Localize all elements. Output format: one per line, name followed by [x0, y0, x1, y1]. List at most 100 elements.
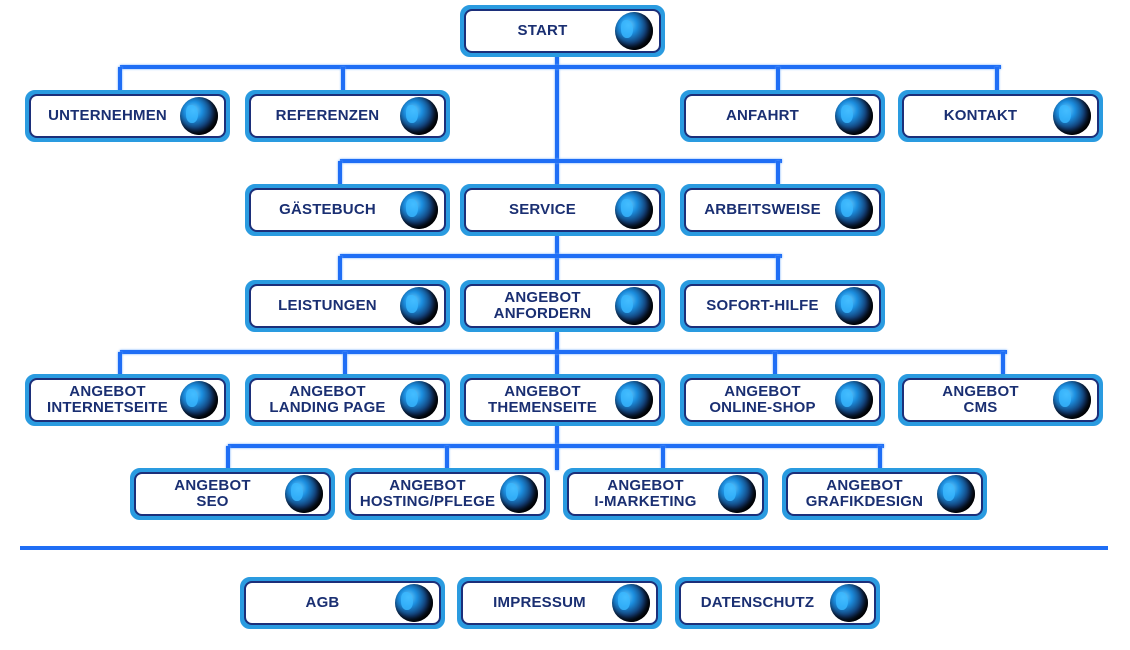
node-label: GÄSTEBUCH — [279, 201, 376, 218]
node-label: DATENSCHUTZ — [700, 594, 815, 611]
node-angebot-online-shop[interactable]: ANGEBOT ONLINE-SHOP — [680, 374, 885, 426]
connector-line — [995, 67, 999, 92]
node-start[interactable]: START — [460, 5, 665, 57]
node-frame: LEISTUNGEN — [249, 284, 446, 328]
connector-line — [776, 256, 780, 282]
node-angebot-grafikdesign[interactable]: ANGEBOT GRAFIKDESIGN — [782, 468, 987, 520]
globe-icon — [180, 381, 218, 419]
node-gaestebuch[interactable]: GÄSTEBUCH — [245, 184, 450, 236]
globe-icon — [615, 191, 653, 229]
connector-line — [120, 350, 1007, 354]
node-frame: REFERENZEN — [249, 94, 446, 138]
node-label: ANGEBOT LANDING PAGE — [269, 383, 386, 416]
node-label: ANGEBOT I-MARKETING — [594, 477, 697, 510]
globe-icon — [285, 475, 323, 513]
connector-line — [776, 161, 780, 186]
node-angebot-internetseite[interactable]: ANGEBOT INTERNETSEITE — [25, 374, 230, 426]
node-angebot-cms[interactable]: ANGEBOT CMS — [898, 374, 1103, 426]
globe-icon — [615, 381, 653, 419]
node-frame: ANGEBOT HOSTING/PFLEGE — [349, 472, 546, 516]
connector-line — [1001, 352, 1005, 376]
node-angebot-themenseite[interactable]: ANGEBOT THEMENSEITE — [460, 374, 665, 426]
node-datenschutz[interactable]: DATENSCHUTZ — [675, 577, 880, 629]
connector-line — [118, 67, 122, 92]
connector-line — [445, 446, 449, 470]
node-angebot-seo[interactable]: ANGEBOT SEO — [130, 468, 335, 520]
node-label: ANGEBOT INTERNETSEITE — [47, 383, 168, 416]
connector-line — [555, 236, 559, 282]
node-angebot-hosting[interactable]: ANGEBOT HOSTING/PFLEGE — [345, 468, 550, 520]
footer-separator — [20, 546, 1108, 550]
globe-icon — [830, 584, 868, 622]
node-label: LEISTUNGEN — [278, 297, 377, 314]
node-label: ANGEBOT ONLINE-SHOP — [709, 383, 816, 416]
node-frame: START — [464, 9, 661, 53]
node-frame: ANGEBOT ONLINE-SHOP — [684, 378, 881, 422]
node-service[interactable]: SERVICE — [460, 184, 665, 236]
node-frame: ANGEBOT INTERNETSEITE — [29, 378, 226, 422]
node-impressum[interactable]: IMPRESSUM — [457, 577, 662, 629]
node-label: SERVICE — [509, 201, 576, 218]
connector-line — [118, 352, 122, 376]
globe-icon — [718, 475, 756, 513]
node-kontakt[interactable]: KONTAKT — [898, 90, 1103, 142]
node-sofort-hilfe[interactable]: SOFORT-HILFE — [680, 280, 885, 332]
node-frame: KONTAKT — [902, 94, 1099, 138]
node-frame: IMPRESSUM — [461, 581, 658, 625]
node-frame: SERVICE — [464, 188, 661, 232]
globe-icon — [500, 475, 538, 513]
node-label: ANGEBOT CMS — [942, 383, 1019, 416]
connector-line — [338, 256, 342, 282]
node-frame: ANGEBOT CMS — [902, 378, 1099, 422]
node-label: KONTAKT — [943, 107, 1018, 124]
node-frame: ANGEBOT ANFORDERN — [464, 284, 661, 328]
node-label: REFERENZEN — [275, 107, 380, 124]
node-label: SOFORT-HILFE — [706, 297, 819, 314]
node-frame: ANGEBOT SEO — [134, 472, 331, 516]
globe-icon — [615, 287, 653, 325]
connector-line — [343, 352, 347, 376]
node-anfahrt[interactable]: ANFAHRT — [680, 90, 885, 142]
node-label: ARBEITSWEISE — [704, 201, 821, 218]
node-angebot-landing-page[interactable]: ANGEBOT LANDING PAGE — [245, 374, 450, 426]
node-frame: ARBEITSWEISE — [684, 188, 881, 232]
node-label: ANGEBOT SEO — [174, 477, 251, 510]
connector-line — [555, 55, 559, 186]
node-frame: ANGEBOT I-MARKETING — [567, 472, 764, 516]
node-agb[interactable]: AGB — [240, 577, 445, 629]
node-frame: GÄSTEBUCH — [249, 188, 446, 232]
connector-line — [878, 446, 882, 470]
node-label: ANGEBOT GRAFIKDESIGN — [805, 477, 924, 510]
globe-icon — [180, 97, 218, 135]
node-label: ANGEBOT HOSTING/PFLEGE — [359, 477, 496, 510]
connector-line — [661, 446, 665, 470]
connector-line — [340, 159, 782, 163]
node-label: ANGEBOT THEMENSEITE — [488, 383, 597, 416]
globe-icon — [400, 381, 438, 419]
globe-icon — [615, 12, 653, 50]
node-frame: ANFAHRT — [684, 94, 881, 138]
globe-icon — [937, 475, 975, 513]
globe-icon — [400, 97, 438, 135]
globe-icon — [835, 97, 873, 135]
node-label: IMPRESSUM — [493, 594, 586, 611]
connector-line — [340, 254, 782, 258]
globe-icon — [1053, 97, 1091, 135]
connector-line — [228, 444, 884, 448]
node-label: ANFAHRT — [725, 107, 800, 124]
node-arbeitsweise[interactable]: ARBEITSWEISE — [680, 184, 885, 236]
node-frame: ANGEBOT GRAFIKDESIGN — [786, 472, 983, 516]
node-leistungen[interactable]: LEISTUNGEN — [245, 280, 450, 332]
connector-line — [338, 161, 342, 186]
node-angebot-i-marketing[interactable]: ANGEBOT I-MARKETING — [563, 468, 768, 520]
globe-icon — [395, 584, 433, 622]
globe-icon — [835, 381, 873, 419]
connector-line — [555, 332, 559, 376]
node-unternehmen[interactable]: UNTERNEHMEN — [25, 90, 230, 142]
connector-line — [776, 67, 780, 92]
node-angebot-anfordern[interactable]: ANGEBOT ANFORDERN — [460, 280, 665, 332]
globe-icon — [612, 584, 650, 622]
node-referenzen[interactable]: REFERENZEN — [245, 90, 450, 142]
node-frame: AGB — [244, 581, 441, 625]
globe-icon — [400, 191, 438, 229]
